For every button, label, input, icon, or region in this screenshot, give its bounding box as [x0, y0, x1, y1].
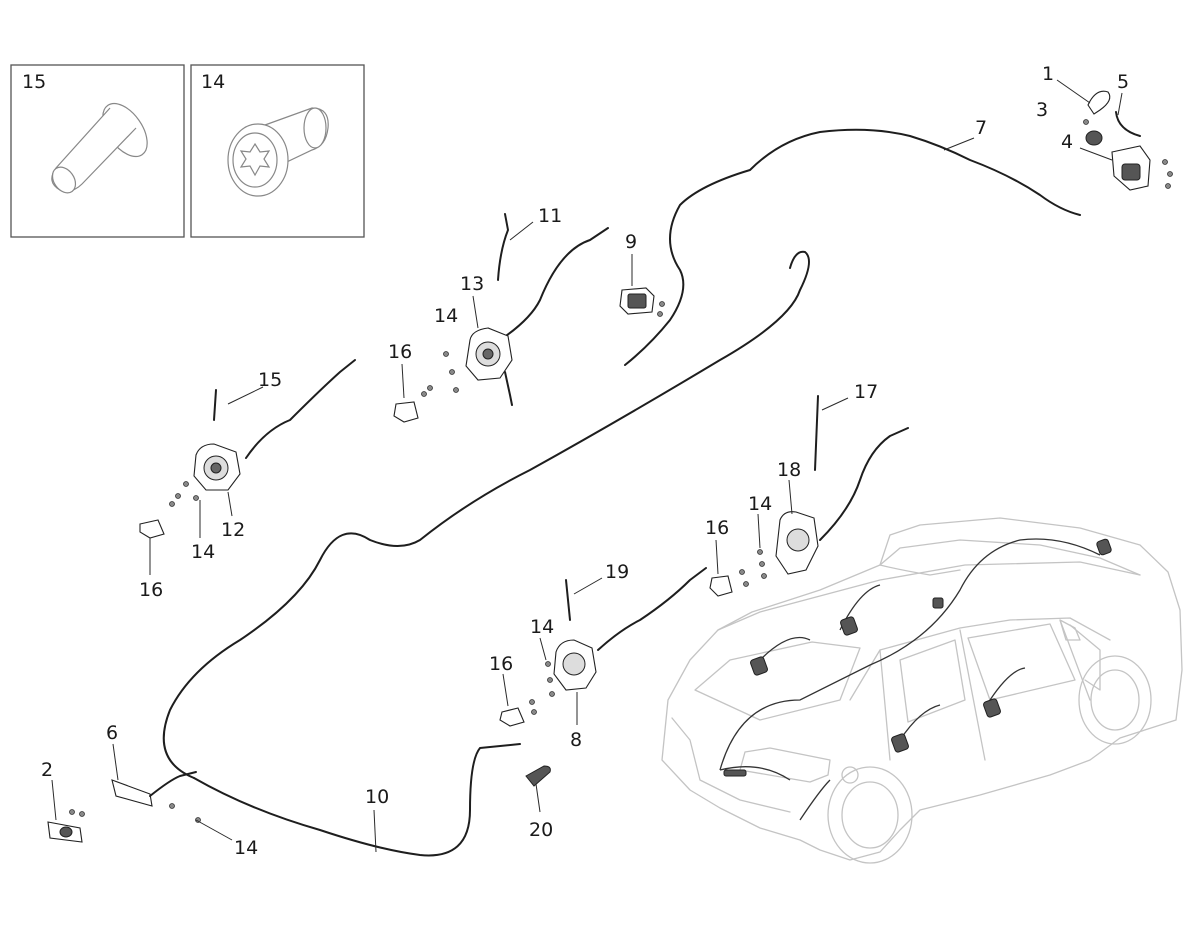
callout-14-left: 14: [191, 541, 215, 563]
callout-4: 4: [1061, 131, 1073, 153]
part-2-handle: [47, 809, 85, 843]
part-6-handle-bracket: [111, 771, 201, 823]
callout-3: 3: [1036, 99, 1048, 121]
callout-19: 19: [605, 561, 629, 583]
part-4-hood-latch: [1111, 145, 1173, 191]
part-1-hood-release-handle: [1087, 90, 1111, 115]
part-8-rear-right-latch: [545, 567, 707, 697]
countersunk-bolt-illustration: [51, 102, 148, 194]
part-20-plug: [525, 765, 551, 787]
callout-14-upper: 14: [434, 305, 458, 327]
callout-16-right: 16: [705, 517, 729, 539]
inset-label-15: 15: [22, 71, 46, 93]
part-16-striker-middle: [709, 569, 749, 597]
callout-16-upper: 16: [388, 341, 412, 363]
part-13-front-left-latch: [443, 213, 609, 406]
callout-14-right: 14: [748, 493, 772, 515]
part-12-rear-left-latch: [183, 359, 356, 501]
inset-label-14: 14: [201, 71, 225, 93]
callout-13: 13: [460, 273, 484, 295]
inset-panel-14: 14: [190, 64, 365, 238]
callout-14-bottom: 14: [234, 837, 258, 859]
part-5-hood-cable: [1115, 111, 1141, 137]
part-16-striker-lower: [499, 699, 537, 727]
callout-17: 17: [854, 381, 878, 403]
callout-7: 7: [975, 117, 987, 139]
callout-20: 20: [529, 819, 553, 841]
callout-9: 9: [625, 231, 637, 253]
part-16-striker-left: [139, 493, 181, 539]
cable-7: [624, 128, 1081, 366]
callout-10: 10: [365, 786, 389, 808]
vehicle-outline: [661, 517, 1183, 864]
part-16-striker-upper: [393, 385, 433, 423]
leader-lines: [51, 79, 1123, 853]
callout-16-left: 16: [139, 579, 163, 601]
cable-10: [162, 250, 810, 857]
callout-15: 15: [258, 369, 282, 391]
callout-2: 2: [41, 759, 53, 781]
inset-panel-15: 15: [10, 64, 185, 238]
part-18-front-right-latch: [757, 395, 909, 579]
callout-14-middle: 14: [530, 616, 554, 638]
torx-bolt-illustration: [227, 107, 329, 197]
part-9-latch-control-module: [619, 287, 665, 317]
callout-12: 12: [221, 519, 245, 541]
part-3-hood-latch-grommet: [1083, 119, 1103, 146]
callout-6: 6: [106, 722, 118, 744]
callout-1: 1: [1042, 63, 1054, 85]
callout-16-lower: 16: [489, 653, 513, 675]
callout-18: 18: [777, 459, 801, 481]
callout-8: 8: [570, 729, 582, 751]
callout-11: 11: [538, 205, 562, 227]
callout-labels: 1 5 3 4 7 11 9 13 14 16 15 12 14 16 17 1…: [41, 63, 1129, 859]
callout-5: 5: [1117, 71, 1129, 93]
